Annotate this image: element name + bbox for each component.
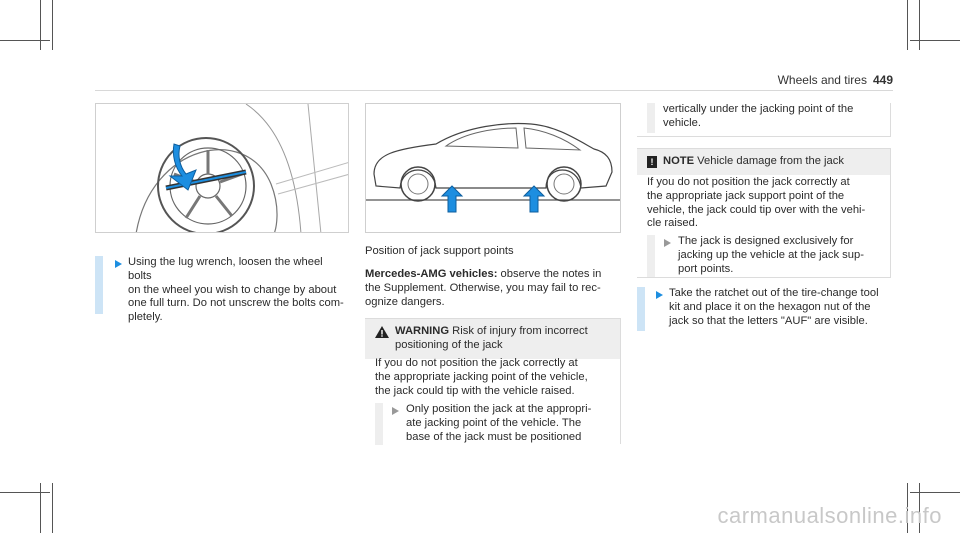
crop-mark [919,483,920,533]
crop-mark [910,40,960,41]
note-box: ! NOTE Vehicle damage from the jack If y… [637,148,891,278]
crop-mark [40,0,41,50]
crop-mark [910,492,960,493]
step-bar [647,103,655,133]
step-text-ratchet: Take the ratchet out of the tire-change … [669,287,879,327]
figure-jack-points [365,103,621,233]
crop-mark [0,492,50,493]
crop-mark [907,483,908,533]
warning-step-continued: vertically under the jacking point of th… [663,103,854,129]
note-header: ! NOTE Vehicle damage from the jack [637,149,890,175]
page-number: 449 [872,73,893,87]
crop-mark [40,483,41,533]
step-text-lug-wrench: Using the lug wrench, loosen the wheel b… [128,256,344,324]
crop-mark [52,483,53,533]
section-title: Wheels and tires [777,73,867,87]
warning-continuation-box: vertically under the jacking point of th… [637,103,891,137]
note-step: The jack is designed exclusively for jac… [678,235,864,275]
step-bar [95,256,103,314]
figure-lug-wrench [95,103,349,233]
crop-mark [919,0,920,50]
watermark: carmanualsonline.info [717,503,942,528]
figure-caption: Position of jack support points [365,245,514,257]
note-title: NOTE [663,155,695,167]
crop-mark [0,40,50,41]
car-side-illustration [366,122,620,213]
warning-box: WARNING Risk of injury from incorrect po… [365,318,621,445]
running-header: Wheels and tires 449 [778,73,893,87]
step-arrow-icon [392,407,399,415]
note-body: If you do not position the jack correctl… [647,176,866,230]
warning-title: WARNING [395,325,450,337]
warning-triangle-icon [375,326,389,338]
step-arrow-icon [664,239,671,247]
lug-wrench-illustration [135,104,348,232]
step-bar [637,287,645,331]
amg-notice: Mercedes-AMG vehicles: observe the notes… [365,268,602,308]
header-rule [95,90,893,91]
warning-header: WARNING Risk of injury from incorrect po… [365,319,620,359]
note-exclamation-icon: ! [647,156,657,168]
warning-body: If you do not position the jack correctl… [375,357,588,397]
step-bar [375,403,383,445]
warning-step: Only position the jack at the appropri- … [406,403,592,443]
crop-mark [52,0,53,50]
step-arrow-icon [656,291,663,299]
step-bar [647,235,655,277]
crop-mark [907,0,908,50]
step-arrow-icon [115,260,122,268]
